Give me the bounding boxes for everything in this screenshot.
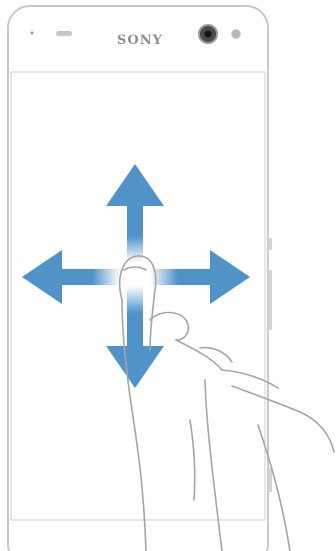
front-camera-lens — [205, 31, 212, 38]
volume-button — [268, 270, 272, 330]
brand-logo: SONY — [96, 33, 184, 48]
earpiece-speaker — [56, 31, 72, 36]
power-button — [268, 238, 272, 250]
camera-button — [268, 468, 272, 492]
flash-led — [232, 30, 241, 39]
sensor-dot — [30, 31, 33, 34]
